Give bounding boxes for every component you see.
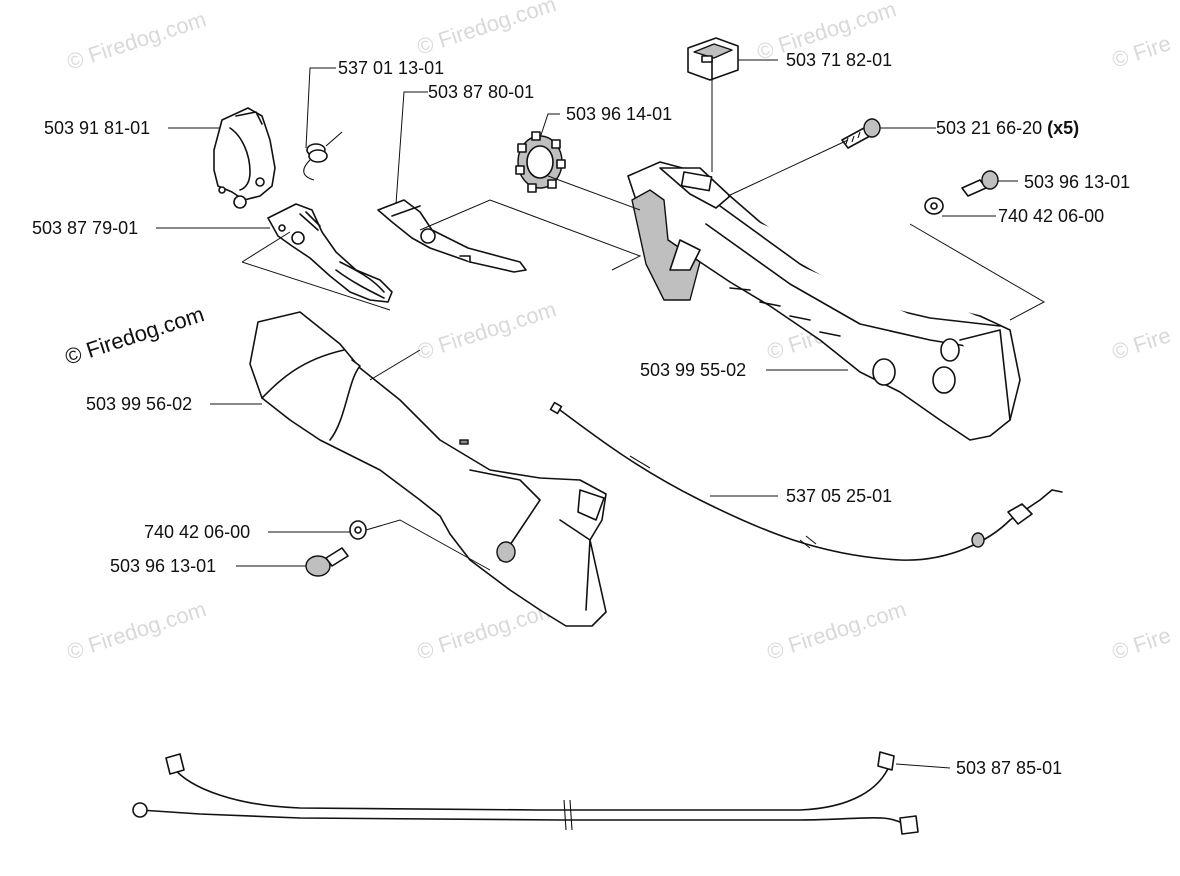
part-label-503-96-13-01-left: 503 96 13-01 (110, 556, 216, 576)
part-label-503-87-79-01: 503 87 79-01 (32, 218, 138, 238)
leader-lines (156, 59, 1046, 769)
watermark-faint: © Firedog.com (414, 296, 559, 364)
part-label-537-01-13-01: 537 01 13-01 (338, 58, 444, 78)
watermark-faint: © Fire (1109, 322, 1174, 364)
watermark-faint: © Firedog.com (64, 596, 209, 664)
part-label-503-96-13-01-right: 503 96 13-01 (1024, 172, 1130, 192)
washer-right-drawing (924, 197, 944, 215)
watermark-main: © Firedog.com (62, 301, 207, 369)
part-label-740-42-06-00-right: 740 42 06-00 (998, 206, 1104, 226)
part-label-503-99-56-02: 503 99 56-02 (86, 394, 192, 414)
part-drawings (132, 37, 1063, 835)
screw-large-drawing (841, 118, 881, 149)
part-number-text: 503 21 66-20 (936, 118, 1042, 138)
throttle-lever-drawing (267, 203, 393, 303)
part-label-503-71-82-01: 503 71 82-01 (786, 50, 892, 70)
watermark-faint: © Fire (1109, 622, 1174, 664)
part-label-503-87-85-01: 503 87 85-01 (956, 758, 1062, 778)
part-label-503-87-80-01: 503 87 80-01 (428, 82, 534, 102)
wire-harness-drawing (132, 751, 919, 835)
watermark-faint: © Firedog.com (414, 0, 559, 60)
watermark-faint: © Fire (1109, 30, 1174, 72)
throttle-trigger-drawing (377, 199, 527, 273)
part-label-503-96-14-01: 503 96 14-01 (566, 104, 672, 124)
watermark-faint: © Firedog.com (64, 6, 209, 74)
part-label-503-21-66-20: 503 21 66-20 (x5) (936, 118, 1079, 138)
part-labels: 537 01 13-01 503 87 80-01 503 96 14-01 5… (32, 50, 1130, 778)
screw-small-right-drawing (961, 170, 999, 197)
switch-drawing (687, 37, 739, 81)
watermark-faint: © Firedog.com (764, 596, 909, 664)
throttle-cable-drawing (549, 401, 1063, 561)
part-label-537-05-25-01: 537 05 25-01 (786, 486, 892, 506)
quantity-text: (x5) (1047, 118, 1079, 138)
part-label-503-99-55-02: 503 99 55-02 (640, 360, 746, 380)
part-label-503-91-81-01: 503 91 81-01 (44, 118, 150, 138)
gear-ring-drawing (515, 131, 566, 193)
clamp-bracket-drawing (213, 107, 276, 209)
washer-left-drawing (349, 520, 367, 540)
spring-drawing (303, 131, 343, 181)
handle-right-drawing (627, 161, 1021, 441)
handle-left-drawing (249, 311, 607, 627)
part-label-740-42-06-00-left: 740 42 06-00 (144, 522, 250, 542)
screw-small-left-drawing (305, 547, 349, 577)
